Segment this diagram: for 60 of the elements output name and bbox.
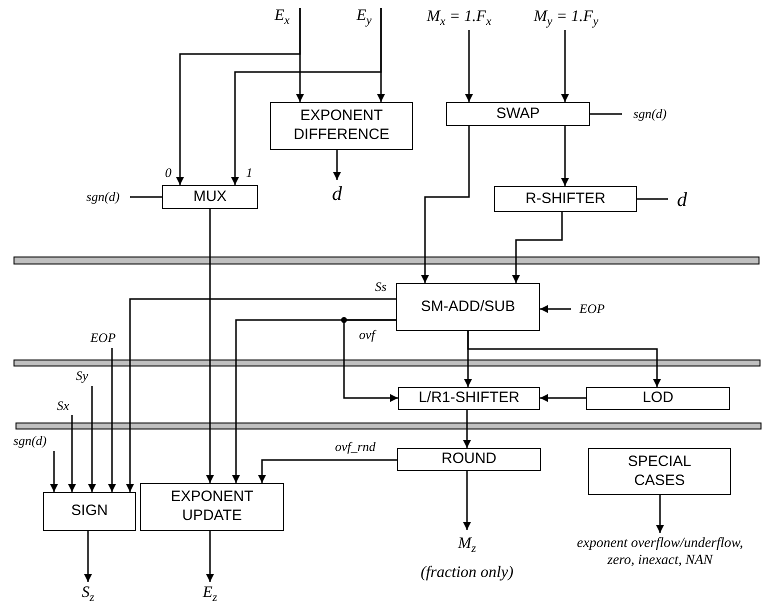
connector-line <box>130 196 162 198</box>
arrow <box>540 394 586 402</box>
arrow <box>512 212 563 283</box>
edge-label: ovf <box>358 328 376 342</box>
signal-label: S$_{z}$ <box>74 582 102 606</box>
signal-label: Sy <box>70 366 94 386</box>
process-box: EXPONENT UPDATE <box>140 483 284 531</box>
process-box: SPECIAL CASES <box>588 448 731 495</box>
process-box: EXPONENT DIFFERENCE <box>270 102 413 150</box>
arrow <box>343 319 398 402</box>
signal-label: M$_{y}$ = 1.F$_{y}$ <box>523 6 609 30</box>
arrow <box>50 451 58 492</box>
arrow <box>88 386 96 492</box>
note-text: (fraction only) <box>420 563 514 582</box>
arrow <box>463 410 471 448</box>
arrow <box>84 531 92 582</box>
process-box: SIGN <box>43 492 136 531</box>
signal-label: d <box>325 180 349 208</box>
arrow <box>463 471 471 530</box>
arrow <box>467 331 661 387</box>
edge-label: Ss <box>374 280 388 294</box>
arrow <box>231 8 382 185</box>
signal-label: EOP <box>571 299 613 319</box>
signal-label: E$_{y}$ <box>347 6 381 28</box>
signal-label: M$_{z}$ <box>458 534 476 556</box>
process-box: ROUND <box>397 448 541 471</box>
process-box: SM-ADD/SUB <box>396 283 540 331</box>
signal-label: sgn(d) <box>622 104 678 124</box>
signal-label: exponent overflow/underflow, zero, inexact, NAN <box>548 533 763 573</box>
signal-label: sgn(d) <box>76 187 130 207</box>
arrow <box>333 150 341 180</box>
arrow <box>421 126 470 283</box>
connector-line <box>590 113 622 115</box>
arrow <box>126 298 396 492</box>
edge-label: ovf_rnd <box>334 440 376 454</box>
signal-label: d <box>668 186 696 214</box>
edge-label: 0 <box>164 166 172 180</box>
arrow <box>561 30 569 102</box>
arrow <box>540 305 571 313</box>
arrow <box>561 126 569 186</box>
signal-label: M$_{x}$ = 1.F$_{x}$ <box>416 6 502 30</box>
signal-label: EOP <box>84 328 122 348</box>
arrow <box>68 415 76 492</box>
signal-label: E$_{x}$ <box>264 6 300 28</box>
arrow <box>465 30 473 102</box>
connector-line <box>637 198 668 200</box>
arrow <box>656 495 664 533</box>
process-box: MUX <box>162 185 258 209</box>
process-box: SWAP <box>446 102 590 126</box>
signal-label: sgn(d) <box>4 431 56 451</box>
signal-label: E$_{z}$ <box>196 582 224 606</box>
process-box: LOD <box>586 387 730 410</box>
arrow <box>206 531 214 582</box>
arrow <box>176 8 301 185</box>
process-box: R-SHIFTER <box>494 186 637 212</box>
arrow <box>108 348 116 492</box>
process-box: L/R1-SHIFTER <box>398 387 540 410</box>
arrow <box>258 459 397 483</box>
signal-label: Sx <box>50 397 76 415</box>
arrow <box>206 209 214 483</box>
